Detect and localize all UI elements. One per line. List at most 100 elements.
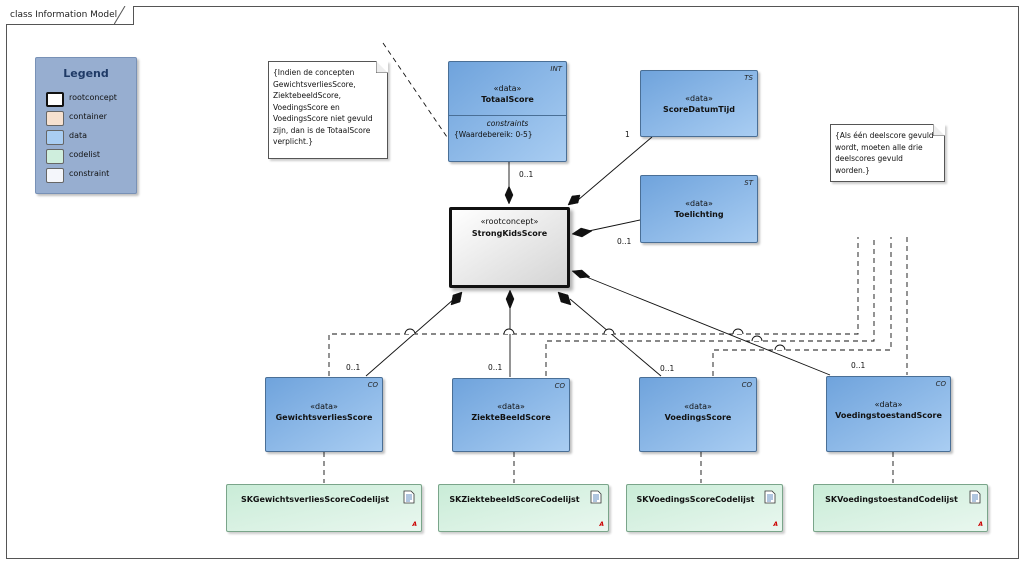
association-datum [577, 136, 653, 201]
class-gewichtsverliesscore[interactable]: CO «data» GewichtsverliesScore [265, 377, 383, 452]
codelist-name: SKGewichtsverliesScoreCodelijst [240, 495, 390, 504]
datatype-label: CO [741, 381, 752, 389]
legend-swatch [46, 92, 64, 107]
stereotype-label: «data» [685, 94, 713, 103]
stereotype-label: «data» [493, 84, 522, 93]
line-hop [603, 328, 615, 335]
legend-label: codelist [69, 150, 101, 159]
legend-swatch [46, 111, 64, 126]
stereotype-label: «data» [310, 402, 338, 411]
class-name: ZiekteBeeldScore [471, 413, 551, 422]
multiplicity-ziektebeeldscore: 0..1 [488, 363, 503, 372]
datatype-label: CO [554, 382, 565, 390]
note-anchor-top [382, 42, 450, 141]
codelist-skvoedingsscore[interactable]: SKVoedingsScoreCodelijst A [626, 484, 783, 532]
class-name: Toelichting [674, 210, 724, 219]
codelist-mark: A [599, 521, 604, 528]
datatype-label: INT [550, 65, 562, 73]
legend-swatch [46, 168, 64, 183]
class-name: VoedingsScore [664, 413, 732, 422]
codelist-document-icon [969, 490, 981, 504]
codelist-document-icon [403, 490, 415, 504]
legend-label: constraint [69, 169, 110, 178]
association-voeding [569, 298, 662, 377]
multiplicity-toelichting: 0..1 [617, 237, 632, 246]
class-name: GewichtsverliesScore [275, 413, 373, 422]
composition-diamond-toelichting [571, 227, 593, 238]
legend-swatch [46, 149, 64, 164]
multiplicity-voedingstoestandscore: 0..1 [851, 361, 866, 370]
composition-diamond-datum [567, 194, 581, 206]
class-totaalscore[interactable]: INT «data» TotaalScore constraints {Waar… [448, 61, 567, 162]
stereotype-label: «data» [685, 199, 713, 208]
note-text: {Als één deelscore gevuld wordt, moeten … [835, 131, 934, 175]
legend-swatch [46, 130, 64, 145]
composition-diamond-voedingstoestand [571, 269, 591, 279]
class-name: ScoreDatumTijd [663, 105, 735, 114]
codelist-name: SKVoedingsScoreCodelijst [636, 495, 755, 504]
note-text: {Indien de concepten GewichtsverliesScor… [273, 68, 373, 146]
line-hop [503, 328, 515, 335]
stereotype-label: «data» [874, 400, 903, 409]
class-voedingsscore[interactable]: CO «data» VoedingsScore [639, 377, 757, 452]
constraint-note-totaalscore[interactable]: {Indien de concepten GewichtsverliesScor… [268, 61, 388, 159]
compartment-title: constraints [486, 119, 529, 128]
constraint-text: {Waardebereik: 0-5} [454, 130, 533, 139]
association-voedingstoestand [583, 275, 831, 376]
codelist-name: SKZiektebeeldScoreCodelijst [449, 495, 580, 504]
composition-diamond-voeding [557, 291, 572, 306]
legend-title: Legend [63, 67, 109, 80]
stereotype-label: «data» [684, 402, 712, 411]
composition-diamond-gewicht [450, 291, 463, 306]
constraints-compartment: constraints {Waardebereik: 0-5} [449, 115, 566, 139]
legend: Legend rootconcept container data codeli… [35, 57, 137, 194]
constraint-link-gewicht [328, 237, 859, 376]
multiplicity-totaalscore: 0..1 [519, 170, 534, 179]
constraint-note-deelscores[interactable]: {Als één deelscore gevuld wordt, moeten … [830, 124, 945, 182]
multiplicity-scoredatumtijd: 1 [625, 130, 630, 139]
stereotype-label: «rootconcept» [480, 217, 539, 226]
codelist-skgewichtsverliesscore[interactable]: SKGewichtsverliesScoreCodelijst A [226, 484, 422, 532]
constraint-link-voeding [712, 237, 892, 376]
association-toelichting [583, 219, 641, 233]
codelist-skziektebeeldscore[interactable]: SKZiektebeeldScoreCodelijst A [438, 484, 609, 532]
datatype-label: ST [744, 179, 753, 187]
multiplicity-voedingsscore: 0..1 [660, 364, 675, 373]
class-toelichting[interactable]: ST «data» Toelichting [640, 175, 758, 243]
line-hop [732, 328, 744, 335]
codelist-mark: A [773, 521, 778, 528]
line-hop [751, 335, 763, 342]
codelist-skvoedingstoestand[interactable]: SKVoedingstoestandCodelijst A [813, 484, 988, 532]
class-scoredatumtijd[interactable]: TS «data» ScoreDatumTijd [640, 70, 758, 137]
legend-label: rootconcept [69, 93, 117, 102]
line-hop [404, 328, 416, 335]
frame-tab-corner [114, 6, 126, 25]
class-ziektebeeldscore[interactable]: CO «data» ZiekteBeeldScore [452, 378, 570, 452]
codelist-document-icon [764, 490, 776, 504]
datatype-label: CO [935, 380, 946, 388]
class-name: StrongKidsScore [471, 229, 548, 238]
composition-diamond-totaal [504, 185, 514, 205]
codelist-name: SKVoedingstoestandCodelijst [825, 495, 958, 504]
codelist-mark: A [412, 521, 417, 528]
composition-diamond-ziekte [505, 289, 515, 310]
constraint-link-ziekte [545, 237, 875, 376]
datatype-label: CO [367, 381, 378, 389]
legend-label: data [69, 131, 88, 140]
class-name: TotaalScore [481, 95, 534, 104]
note-fold-icon [933, 124, 945, 136]
diagram-frame-title: class Information Model [6, 6, 135, 25]
stereotype-label: «data» [497, 402, 525, 411]
association-gewicht [365, 298, 455, 377]
line-hop [774, 344, 786, 351]
codelist-document-icon [590, 490, 602, 504]
class-name: VoedingstoestandScore [835, 411, 942, 420]
datatype-label: TS [744, 74, 753, 82]
class-voedingstoestandscore[interactable]: CO «data» VoedingstoestandScore [826, 376, 951, 452]
legend-label: container [69, 112, 107, 121]
note-fold-icon [376, 61, 388, 73]
codelist-mark: A [978, 521, 983, 528]
rootconcept-strongkidsscore[interactable]: «rootconcept» StrongKidsScore [449, 207, 570, 288]
multiplicity-gewichtsverliesscore: 0..1 [346, 363, 361, 372]
